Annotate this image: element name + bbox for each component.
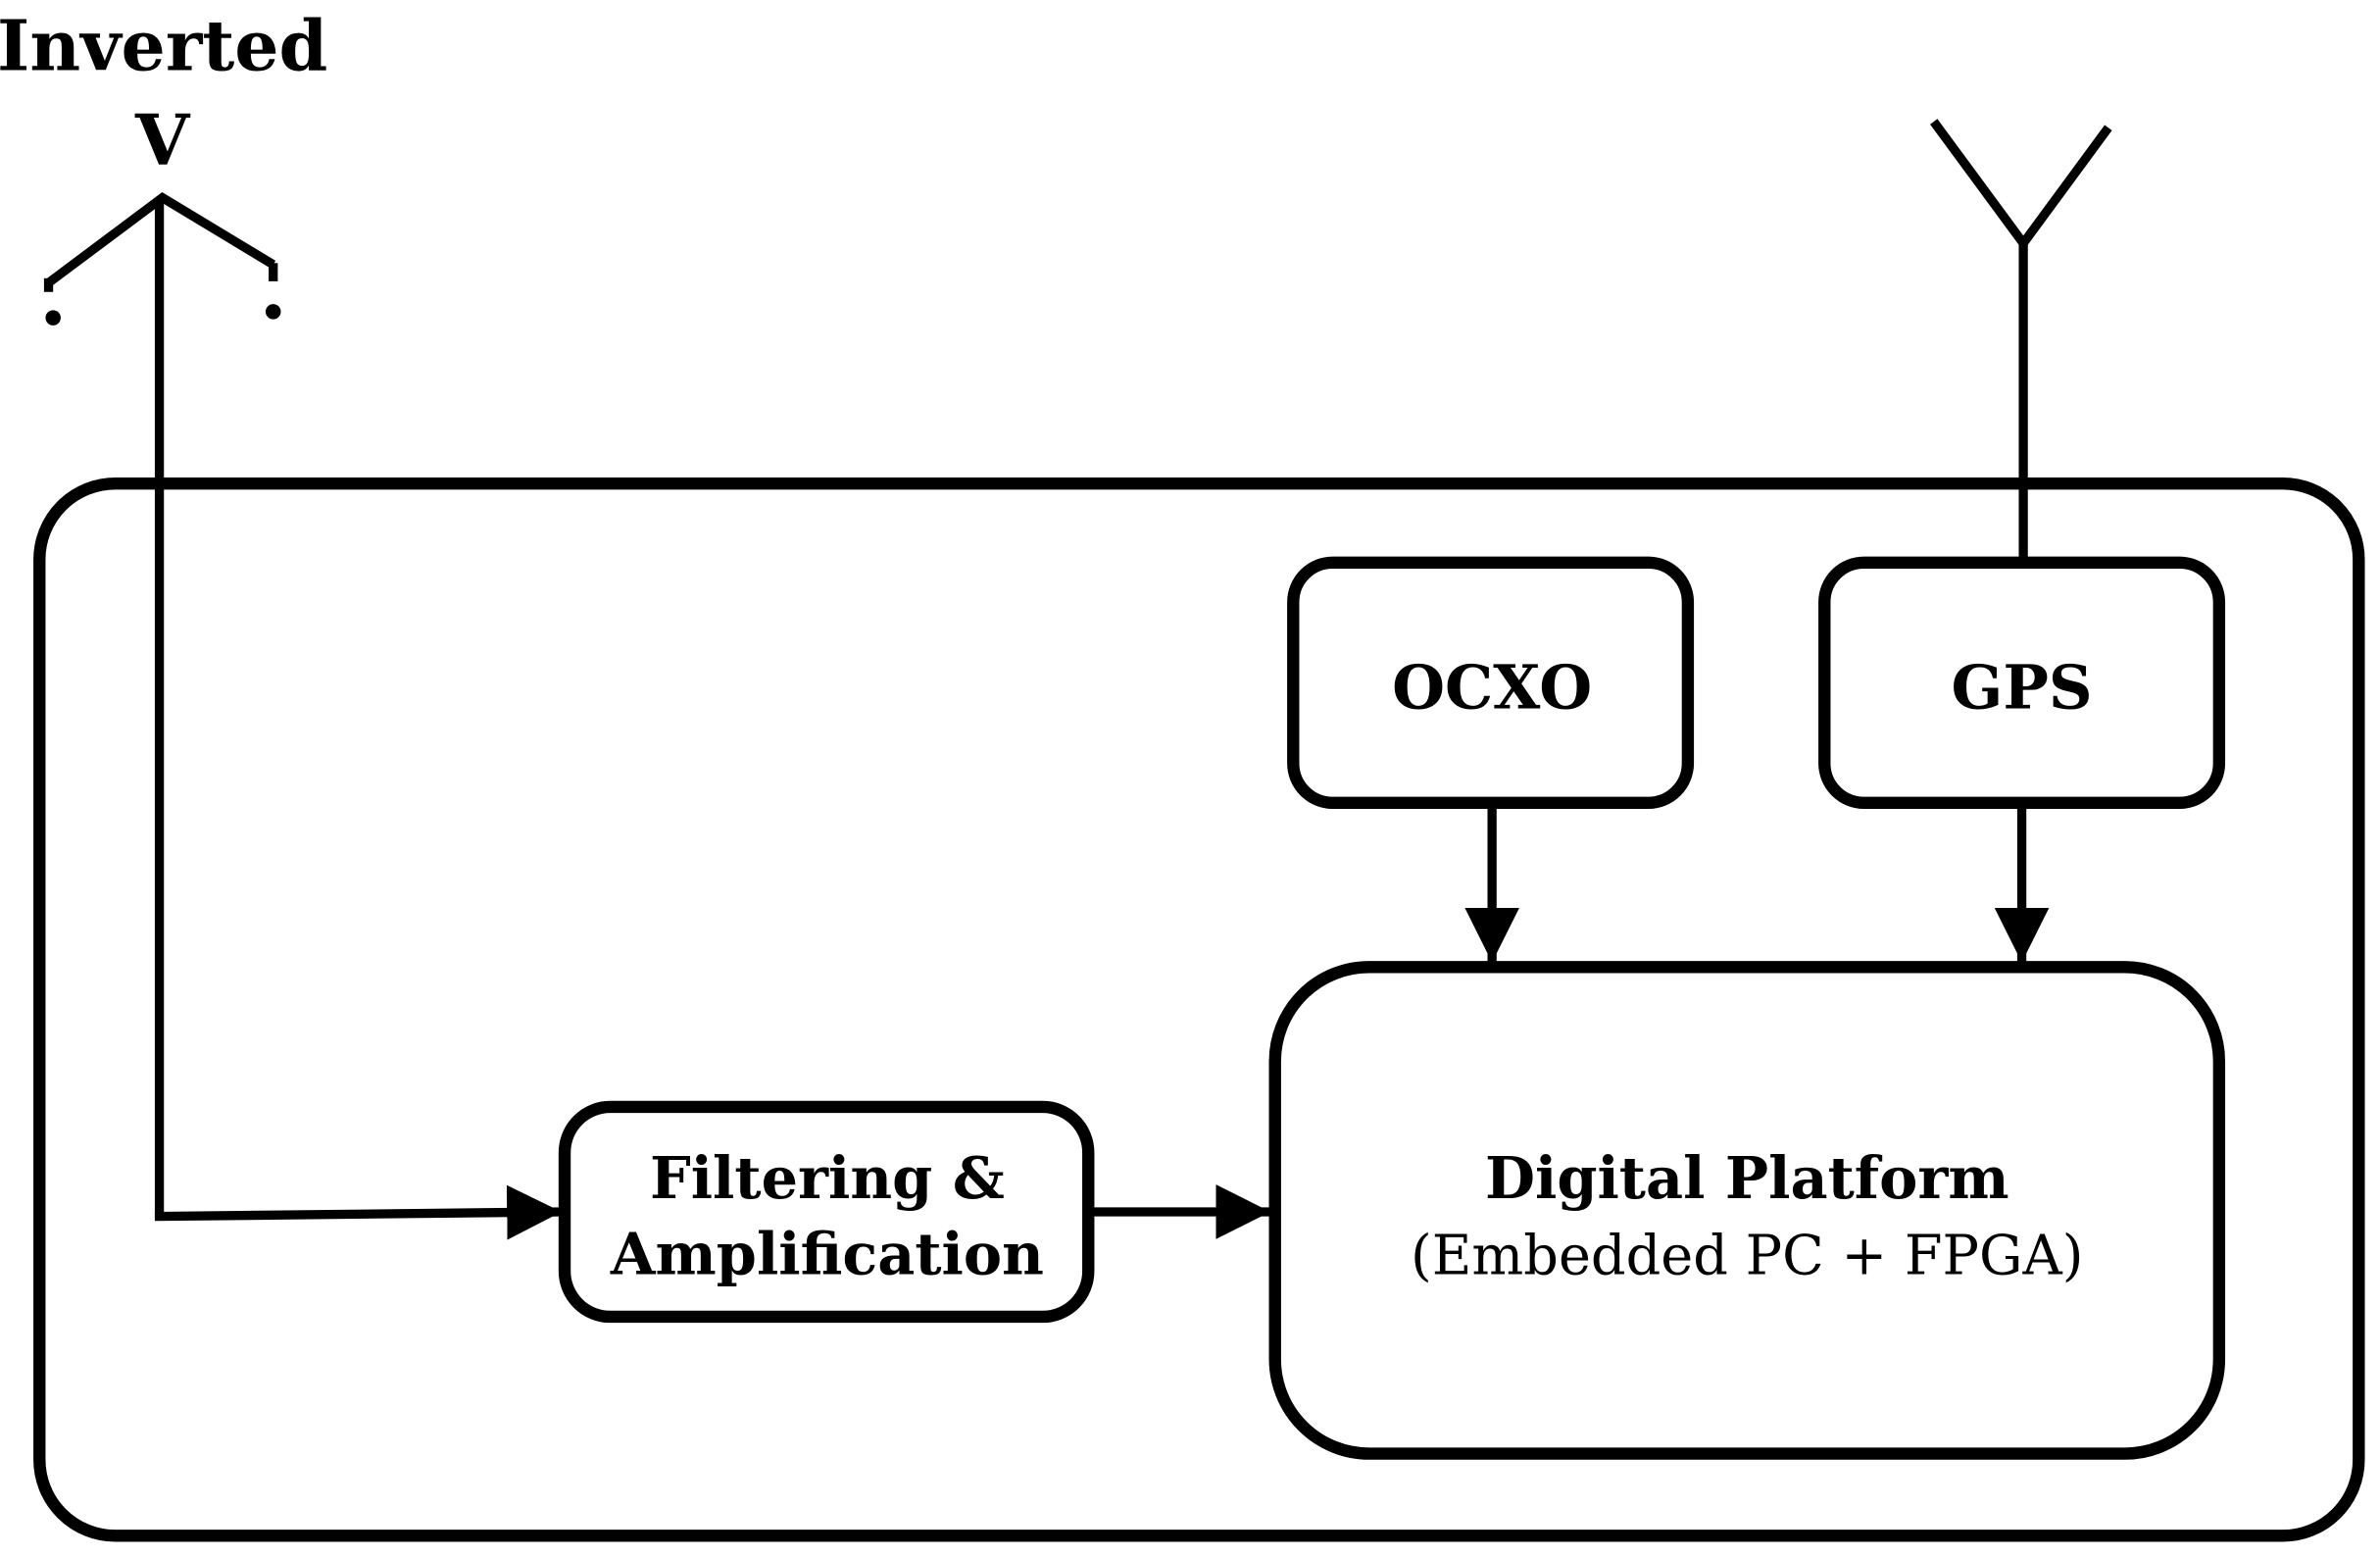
ocxo-box — [1287, 556, 1695, 810]
antenna-label-line1: Inverted — [0, 4, 327, 86]
ocxo-label: OCXO — [1392, 652, 1592, 724]
antenna-left-end-dot — [45, 310, 61, 326]
connections — [154, 197, 2050, 1240]
digital-platform-block: Digital Platform (Embedded PC + FPGA) — [1268, 961, 2226, 1460]
filtering-label-line1: Filtering & — [650, 1144, 1005, 1212]
inverted-v-antenna: Inverted V — [0, 4, 327, 326]
gps-antenna-y-shape — [1930, 119, 2112, 251]
ocxo-block: OCXO — [1287, 556, 1695, 810]
gps-block: GPS — [1818, 556, 2226, 810]
gps-box — [1818, 556, 2226, 810]
antenna-to-filtering-arrow — [154, 1184, 562, 1240]
antenna-right-end-dot — [265, 304, 281, 320]
filtering-box — [558, 1100, 1095, 1324]
filtering-label-line2: Amplification — [610, 1221, 1044, 1288]
gps-antenna — [1930, 119, 2112, 563]
filtering-amplification-block: Filtering & Amplification — [558, 1100, 1095, 1324]
digital-platform-subtitle: (Embedded PC + FPGA) — [1411, 1225, 2084, 1288]
antenna-label-line2: V — [134, 98, 191, 180]
digital-platform-title: Digital Platform — [1485, 1144, 2009, 1212]
gps-label: GPS — [1951, 652, 2092, 724]
digital-platform-box — [1268, 961, 2226, 1460]
receiver-enclosure — [33, 477, 2365, 1542]
